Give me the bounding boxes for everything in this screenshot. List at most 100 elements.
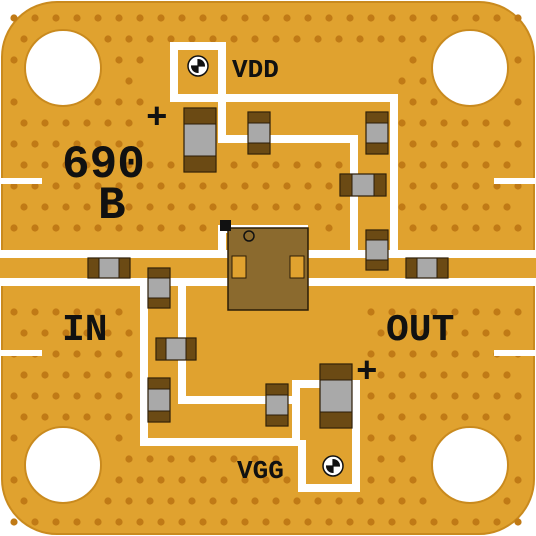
capacitor-gate-1[interactable] [147,377,171,423]
via [493,518,501,526]
capacitor-vdd-bulk[interactable] [183,107,217,173]
vgg-pad[interactable] [322,455,344,477]
via [241,14,249,22]
via [503,329,511,337]
via [83,371,91,379]
via [503,413,511,421]
via [136,56,144,64]
via [104,35,112,43]
via [451,350,459,358]
vdd-pad[interactable] [187,55,209,77]
via [419,203,427,211]
via [514,140,522,148]
via [52,224,60,232]
via [125,35,133,43]
via [430,392,438,400]
via [136,14,144,22]
via [409,182,417,190]
via [73,308,81,316]
via [493,308,501,316]
via [146,455,154,463]
via [367,308,375,316]
via [115,518,123,526]
via [514,98,522,106]
via [262,518,270,526]
via [10,98,18,106]
via [514,56,522,64]
via [304,14,312,22]
via [409,392,417,400]
via [493,224,501,232]
via [83,203,91,211]
via [251,455,259,463]
via [398,203,406,211]
capacitor-vdd-1[interactable] [247,111,271,155]
via [83,413,91,421]
capacitor-output-dc-block[interactable] [405,257,449,279]
via [262,476,270,484]
via [335,203,343,211]
via [209,455,217,463]
resistor-gate-feed[interactable] [147,267,171,309]
via [377,371,385,379]
via [73,518,81,526]
mmic-die[interactable] [220,220,309,311]
via [409,518,417,526]
capacitor-vdd-2[interactable] [365,111,389,155]
via [377,455,385,463]
via [10,308,18,316]
via [461,203,469,211]
via [472,224,480,232]
via [115,182,123,190]
via [125,413,133,421]
via [230,35,238,43]
capacitor-input-dc-block[interactable] [87,257,131,279]
via [136,98,144,106]
via [262,182,270,190]
via [251,497,259,505]
via [514,434,522,442]
via [514,308,522,316]
via [493,140,501,148]
via [94,98,102,106]
via [146,497,154,505]
resistor-vdd-series[interactable] [339,173,387,197]
via [367,476,375,484]
resistor-gate-series[interactable] [155,337,197,361]
via [157,518,165,526]
via [293,35,301,43]
via [52,518,60,526]
via [419,119,427,127]
via [20,371,28,379]
via [514,14,522,22]
via [461,413,469,421]
via [283,518,291,526]
revision-label: B [98,180,126,232]
via [125,371,133,379]
via [398,329,406,337]
inductor-vdd-feed[interactable] [365,229,389,271]
capacitor-vgg-bulk[interactable] [319,363,353,429]
via [41,203,49,211]
via [125,203,133,211]
via [230,161,238,169]
via [115,476,123,484]
via [10,182,18,190]
via [52,14,60,22]
via [430,350,438,358]
via [503,161,511,169]
capacitor-gate-2[interactable] [265,383,289,427]
via [367,350,375,358]
via [241,518,249,526]
via [10,56,18,64]
via [388,14,396,22]
via [31,14,39,22]
via [157,182,165,190]
via [272,161,280,169]
via [398,161,406,169]
mounting-hole-bottom-left [24,426,102,504]
via [125,161,133,169]
via [409,98,417,106]
via [325,518,333,526]
via [209,497,217,505]
